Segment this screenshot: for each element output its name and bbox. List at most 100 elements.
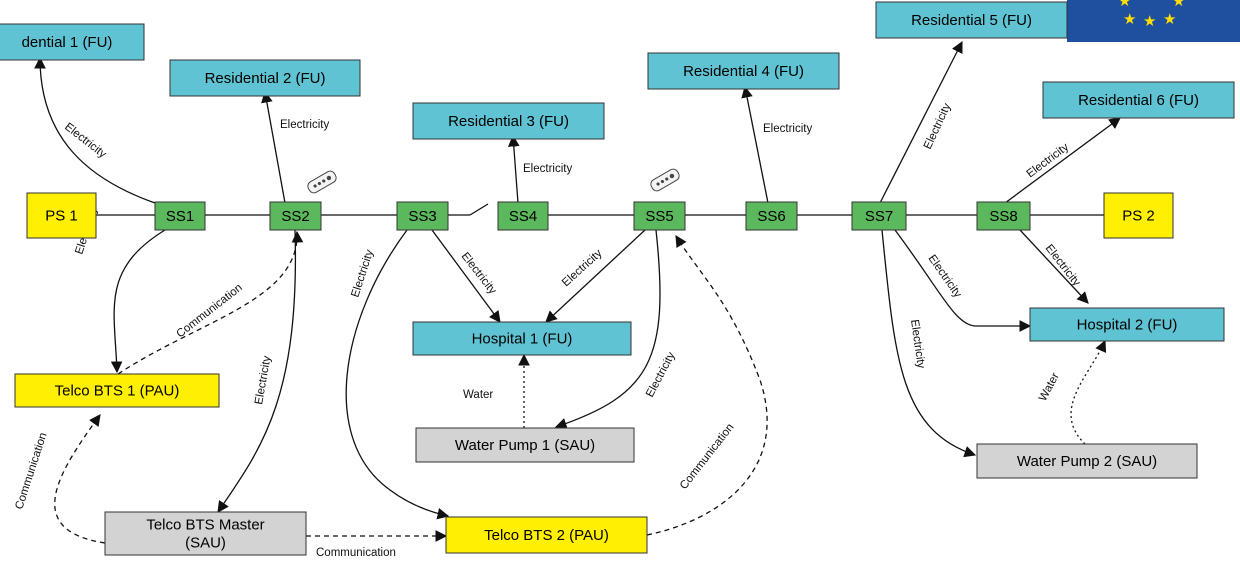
node-label: SS3 <box>408 208 436 225</box>
node-res2: Residential 2 (FU) <box>169 59 361 97</box>
node-res1: dential 1 (FU) <box>0 23 145 61</box>
node-box <box>745 201 798 231</box>
remote-control-icon <box>650 168 680 192</box>
node-label: Telco BTS 2 (PAU) <box>484 527 609 544</box>
edge-label-water: Water <box>463 389 493 401</box>
edge-label-electricity: Electricity <box>644 350 678 399</box>
remote-control-icon <box>307 170 337 194</box>
node-label: SS4 <box>509 208 537 225</box>
node-box <box>1042 81 1235 119</box>
node-box <box>875 1 1068 39</box>
node-box <box>154 201 206 231</box>
node-res4: Residential 4 (FU) <box>647 52 840 90</box>
node-box <box>169 59 361 97</box>
node-telco1: Telco BTS 1 (PAU) <box>14 373 220 408</box>
node-label: Telco BTS Master <box>146 516 264 533</box>
edge-label-communication: Communication <box>174 282 244 341</box>
edge-label-electricity: Electricity <box>1025 141 1072 180</box>
edge-label-electricity: Electricity <box>349 248 376 299</box>
node-box <box>269 201 322 231</box>
node-box <box>647 52 840 90</box>
node-box <box>1103 192 1174 239</box>
edge-label-electricity: Electricity <box>926 253 964 300</box>
node-ss4: SS4 <box>497 201 549 231</box>
node-box <box>1029 307 1225 342</box>
edge-label-communication: Communication <box>13 431 49 511</box>
node-box <box>497 201 549 231</box>
edge-label-water: Water <box>1037 371 1062 403</box>
node-label: PS 2 <box>1122 207 1155 224</box>
edge-label-electricity: Electricity <box>280 119 329 131</box>
node-box <box>445 516 648 554</box>
node-label: Residential 5 (FU) <box>911 12 1032 29</box>
edge-label-electricity: Electricity <box>560 247 605 289</box>
edge-label-electricity: Electricity <box>523 163 572 175</box>
node-res6: Residential 6 (FU) <box>1042 81 1235 119</box>
node-label: Water Pump 2 (SAU) <box>1017 453 1157 470</box>
node-label: dential 1 (FU) <box>22 34 113 51</box>
diagram-nodes: dential 1 (FU) Residential 2 (FU) Resident… <box>0 1 1235 556</box>
node-label: Residential 2 (FU) <box>205 70 326 87</box>
node-label: Hospital 1 (FU) <box>472 330 573 347</box>
node-telco2: Telco BTS 2 (PAU) <box>445 516 648 554</box>
node-ss6: SS6 <box>745 201 798 231</box>
node-wp1: Water Pump 1 (SAU) <box>415 427 635 463</box>
node-box <box>412 102 605 140</box>
node-label: Residential 3 (FU) <box>448 113 569 130</box>
node-hosp2: Hospital 2 (FU) <box>1029 307 1225 342</box>
edge-label-communication: Communication <box>316 547 396 559</box>
node-label: PS 1 <box>45 207 78 224</box>
node-label: SS2 <box>281 208 309 225</box>
node-label: Residential 6 (FU) <box>1078 92 1199 109</box>
node-label: SS5 <box>645 208 673 225</box>
node-ss1: SS1 <box>154 201 206 231</box>
electricity-edges <box>34 40 1121 520</box>
node-box <box>415 427 635 463</box>
svg-text:★: ★ <box>1163 11 1176 28</box>
node-ss3: SS3 <box>396 201 449 231</box>
edge-label-electricity: Electricity <box>763 123 812 135</box>
node-ss8: SS8 <box>976 201 1031 231</box>
node-box <box>851 201 907 231</box>
main-bus-line <box>96 203 1104 216</box>
node-ps2: PS 2 <box>1103 192 1174 239</box>
node-box <box>104 511 307 556</box>
eu-flag-icon: ★ ★ ★ ★ ★ <box>1067 0 1240 42</box>
node-box <box>976 443 1198 479</box>
node-tmaster: Telco BTS Master(SAU) <box>104 511 307 556</box>
node-res5: Residential 5 (FU) <box>875 1 1068 39</box>
node-box <box>14 373 220 408</box>
communication-edges <box>54 230 768 544</box>
edge-label-electricity: Electricity <box>62 121 108 161</box>
node-ss2: SS2 <box>269 201 322 231</box>
node-label: Water Pump 1 (SAU) <box>455 437 595 454</box>
node-box <box>0 23 145 61</box>
node-box <box>976 201 1031 231</box>
node-box <box>26 192 97 239</box>
node-label: Residential 4 (FU) <box>683 63 804 80</box>
node-ss7: SS7 <box>851 201 907 231</box>
svg-text:★: ★ <box>1172 0 1185 10</box>
water-edges <box>518 339 1107 445</box>
node-box <box>412 321 632 356</box>
svg-text:★: ★ <box>1123 11 1136 28</box>
node-hosp1: Hospital 1 (FU) <box>412 321 632 356</box>
node-wp2: Water Pump 2 (SAU) <box>976 443 1198 479</box>
node-res3: Residential 3 (FU) <box>412 102 605 140</box>
svg-text:★: ★ <box>1118 0 1131 10</box>
node-label: SS8 <box>989 208 1017 225</box>
edge-label-electricity: Electricity <box>908 319 927 370</box>
node-label: SS1 <box>166 208 194 225</box>
node-label: SS6 <box>757 208 785 225</box>
edge-label-communication: Communication <box>678 421 737 491</box>
node-box <box>633 201 686 231</box>
node-box <box>396 201 449 231</box>
node-label: SS7 <box>865 208 893 225</box>
edge-label-electricity: Electricity <box>922 101 954 151</box>
svg-text:★: ★ <box>1143 13 1156 30</box>
node-ss5: SS5 <box>633 201 686 231</box>
node-label: (SAU) <box>185 534 226 551</box>
edge-label-electricity: Electricity <box>253 355 273 406</box>
